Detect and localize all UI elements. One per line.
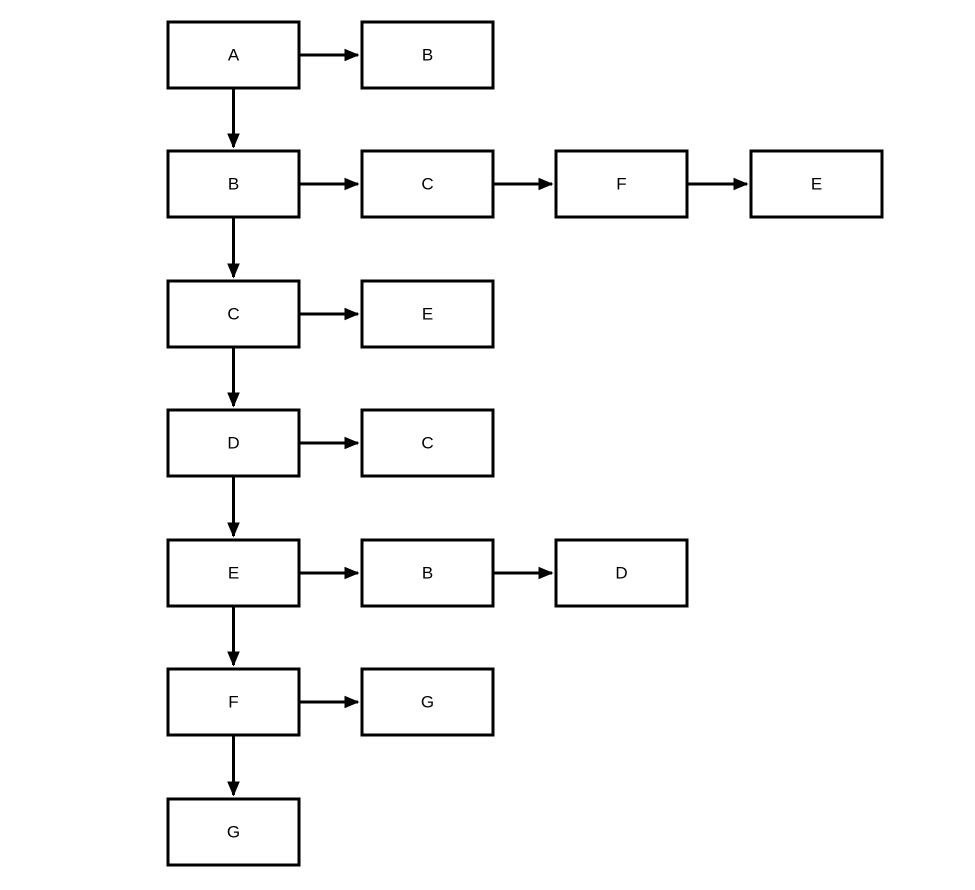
node-box: [166, 797, 301, 867]
node-a: A: [166, 20, 301, 90]
node-label: D: [615, 564, 627, 583]
nodes-layer: A B B C F E C E D C E B D F G G: [166, 20, 884, 867]
node-e: E: [166, 538, 301, 608]
edges-layer: [227, 48, 749, 797]
node-b: B: [166, 149, 301, 219]
node-box: [166, 149, 301, 219]
node-label: B: [422, 46, 433, 65]
node-box: [166, 20, 301, 90]
node-d: D: [166, 408, 301, 478]
node-box: [360, 538, 495, 608]
node-label: E: [228, 564, 239, 583]
node-box: [166, 279, 301, 349]
node-box: [360, 279, 495, 349]
node-f: F: [166, 667, 301, 737]
node-label: B: [228, 175, 239, 194]
node-label: E: [422, 305, 433, 324]
node-box: [360, 20, 495, 90]
node-label: C: [421, 434, 433, 453]
node-box: [360, 667, 495, 737]
node-label: B: [422, 564, 433, 583]
node-box: [360, 408, 495, 478]
node-label: F: [616, 175, 626, 194]
node-box: [166, 667, 301, 737]
node-b: B: [360, 20, 495, 90]
node-e: E: [360, 279, 495, 349]
node-label: G: [421, 693, 434, 712]
node-e: E: [749, 149, 884, 219]
node-label: D: [227, 434, 239, 453]
node-box: [554, 149, 689, 219]
node-b: B: [360, 538, 495, 608]
node-label: C: [421, 175, 433, 194]
node-c: C: [360, 149, 495, 219]
node-box: [166, 538, 301, 608]
node-label: E: [811, 175, 822, 194]
node-c: C: [166, 279, 301, 349]
node-box: [554, 538, 689, 608]
node-g: G: [360, 667, 495, 737]
node-label: A: [228, 46, 240, 65]
node-g: G: [166, 797, 301, 867]
node-label: C: [227, 305, 239, 324]
node-label: G: [227, 823, 240, 842]
node-box: [166, 408, 301, 478]
node-box: [749, 149, 884, 219]
node-f: F: [554, 149, 689, 219]
node-c: C: [360, 408, 495, 478]
node-d: D: [554, 538, 689, 608]
node-box: [360, 149, 495, 219]
node-label: F: [228, 693, 238, 712]
